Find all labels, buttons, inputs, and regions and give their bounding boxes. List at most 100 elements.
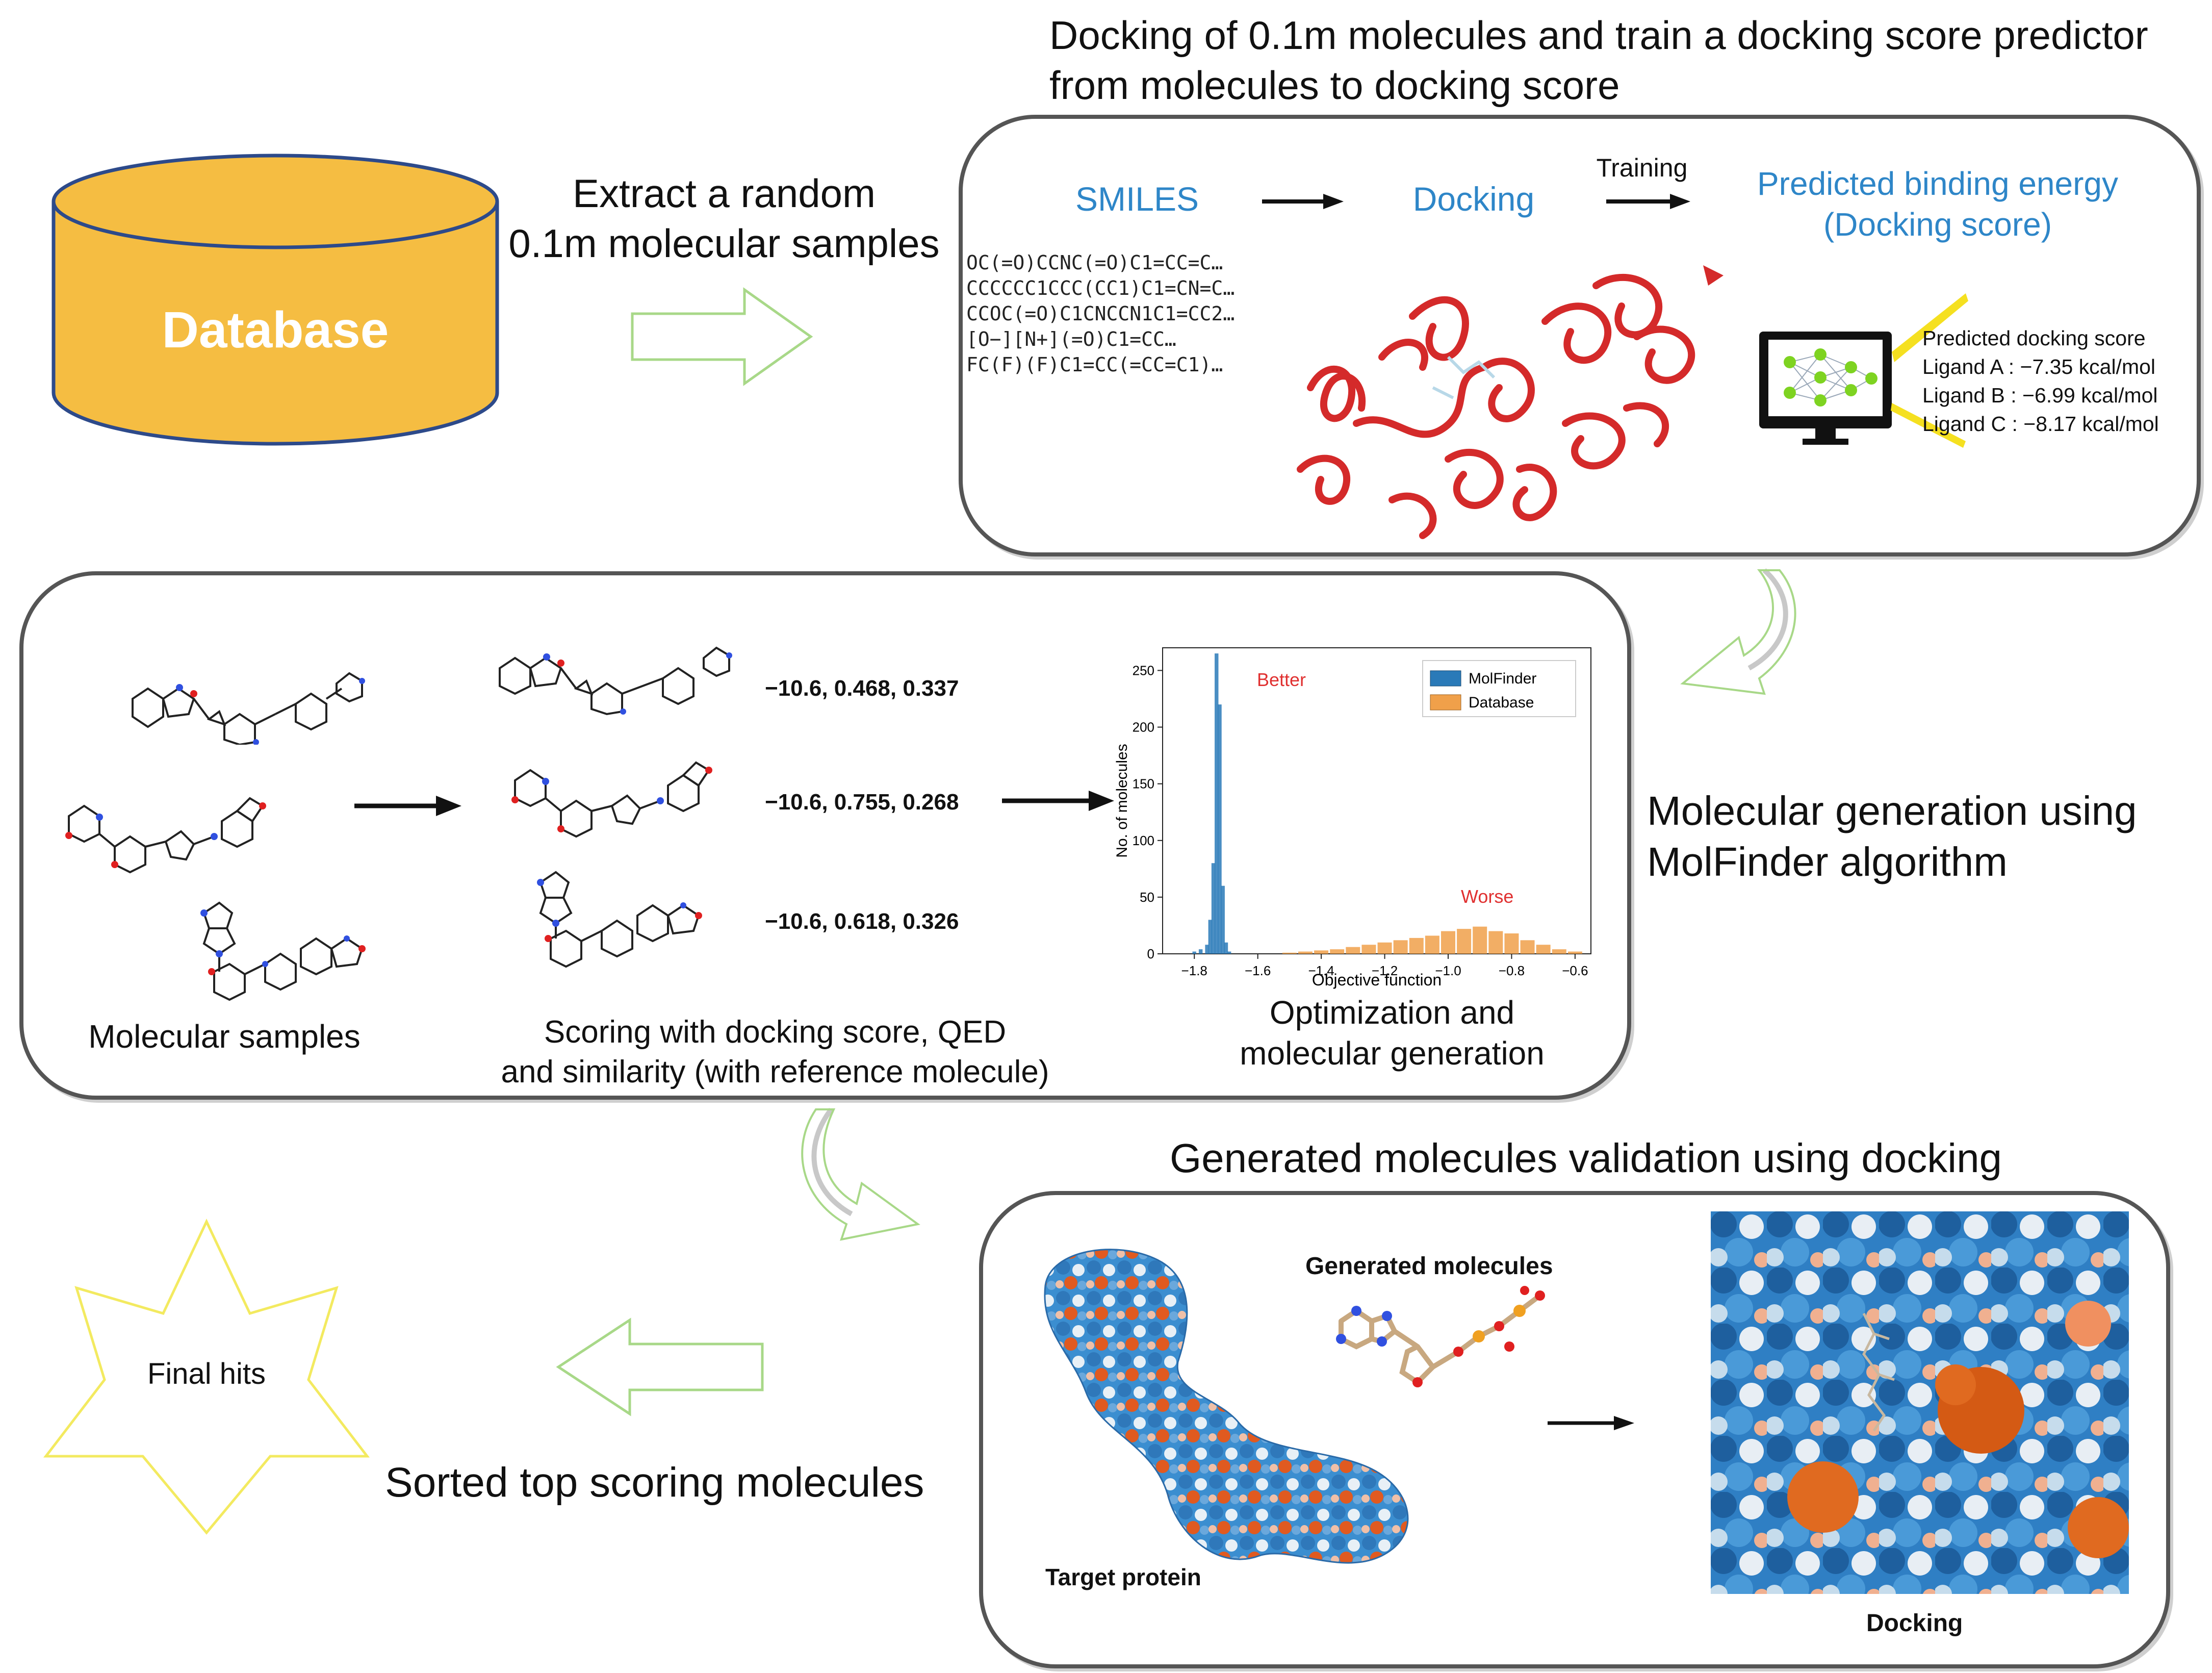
training-label: Training (1596, 154, 1688, 182)
predicted-score-title: Predicted docking score (1922, 326, 2146, 350)
curved-arrow-icon (801, 1107, 920, 1241)
optimization-line1: Optimization and (1269, 994, 1515, 1031)
chart-annotation-better: Better (1257, 669, 1306, 690)
final-hits-label: Final hits (147, 1357, 266, 1390)
objective-function-histogram: −1.8−1.6−1.4−1.2−1.0−0.8−0.6050100150200… (1114, 647, 1591, 989)
histogram-bar-molfinder (1211, 863, 1216, 954)
histogram-bar-database (1393, 940, 1408, 954)
smiles-list: OC(=O)CCNC(=O)C1=CC=C… CCCCCC1CCC(CC1)C1… (966, 250, 1234, 377)
histogram-bar-molfinder (1218, 704, 1222, 954)
database-cylinder (52, 154, 499, 446)
x-tick-label: −0.6 (1562, 963, 1588, 978)
extract-line2: 0.1m molecular samples (508, 221, 940, 266)
ligand-score: Ligand C : −8.17 kcal/mol (1922, 412, 2159, 436)
scoring-label: Scoring with docking score, QED and simi… (449, 1012, 1101, 1092)
chart-xlabel: Objective function (1312, 971, 1442, 989)
optimization-line2: molecular generation (1240, 1035, 1545, 1072)
histogram-bar-database (1330, 949, 1345, 954)
predicted-label: Predicted binding energy (Docking score) (1713, 163, 2162, 245)
target-protein-image (1044, 1249, 1409, 1564)
top-title-line1: Docking of 0.1m molecules and train a do… (1049, 13, 2148, 58)
arrow-to-scoring-icon (354, 796, 461, 816)
smiles-line: CCCCCC1CCC(CC1)C1=CN=C… (966, 277, 1235, 299)
docking-result-label: Docking (1866, 1610, 1963, 1637)
molgen-line2: MolFinder algorithm (1647, 839, 2008, 884)
protein-ribbon-image (1297, 265, 1724, 539)
legend-molfinder: MolFinder (1469, 670, 1536, 687)
smiles-line: CCOC(=O)C1CNCCN1C1=CC2… (966, 302, 1235, 325)
top-title-line2: from molecules to docking score (1049, 63, 1620, 108)
predicted-score-box: Predicted docking score Ligand A : −7.35… (1922, 324, 2198, 438)
histogram-bar-database (1409, 937, 1424, 954)
docking-panel (959, 115, 2201, 556)
molecular-generation-label: Molecular generation using MolFinder alg… (1647, 785, 2208, 888)
y-tick-label: 50 (1140, 890, 1154, 905)
generated-molecules-label: Generated molecules (1305, 1253, 1553, 1280)
y-tick-label: 150 (1133, 776, 1154, 792)
histogram-bar-database (1441, 931, 1455, 954)
chart-annotation-worse: Worse (1461, 886, 1513, 907)
histogram-bar-database (1298, 951, 1313, 954)
score-row: −10.6, 0.468, 0.337 (765, 676, 959, 701)
histogram-bar-molfinder (1215, 653, 1219, 954)
molecule-structure-image (132, 672, 365, 745)
ligand-score: Ligand A : −7.35 kcal/mol (1922, 355, 2156, 378)
smiles-line: FC(F)(F)C1=CC(=CC=C1)… (966, 353, 1223, 376)
histogram-bar-database (1504, 933, 1519, 954)
extract-line1: Extract a random (573, 171, 876, 216)
chart-legend: MolFinder Database (1422, 660, 1576, 717)
molecule-structure-image (511, 761, 712, 838)
y-tick-label: 0 (1147, 946, 1154, 961)
legend-database: Database (1469, 694, 1534, 711)
x-tick-label: −1.2 (1372, 963, 1398, 978)
score-row: −10.6, 0.755, 0.268 (765, 790, 959, 815)
x-tick-label: −1.4 (1308, 963, 1334, 978)
histogram-bar-database (1536, 945, 1551, 954)
histogram-bar-molfinder (1227, 951, 1231, 954)
sorted-label: Sorted top scoring molecules (385, 1459, 924, 1506)
scoring-line2: and similarity (with reference molecule) (501, 1054, 1049, 1089)
histogram-bar-database (1567, 951, 1582, 954)
histogram-bar-molfinder (1208, 920, 1213, 954)
predicted-line1: Predicted binding energy (1757, 165, 2119, 202)
scoring-line1: Scoring with docking score, QED (544, 1015, 1007, 1050)
chart-ylabel: No. of molecules (1114, 744, 1130, 857)
star-icon (43, 1219, 370, 1535)
neural-network-monitor-icon (1759, 293, 1968, 448)
ligand-score: Ligand B : −6.99 kcal/mol (1922, 384, 2158, 407)
histogram-bar-molfinder (1224, 942, 1228, 954)
arrow-to-predicted-icon (1606, 194, 1690, 209)
histogram-bar-database (1520, 940, 1535, 954)
histogram-bar-database (1552, 949, 1566, 954)
arrow-to-docking-icon (1262, 194, 1344, 209)
histogram-bar-molfinder (1192, 951, 1196, 954)
histogram-bar-molfinder (1205, 945, 1209, 954)
x-tick-label: −1.0 (1435, 963, 1461, 978)
molecule-structure-image (65, 797, 266, 874)
extract-text: Extract a random 0.1m molecular samples (479, 168, 969, 268)
histogram-bar-molfinder (1221, 885, 1225, 954)
generated-molecule-image (1336, 1286, 1545, 1387)
molecule-structure-image (499, 646, 732, 716)
y-tick-label: 250 (1133, 663, 1154, 678)
arrow-to-optimization-icon (1002, 791, 1114, 811)
score-row: −10.6, 0.618, 0.326 (765, 909, 959, 934)
histogram-bar-database (1314, 950, 1329, 954)
smiles-line: [O−][N+](=O)C1=CC… (966, 328, 1176, 350)
arrow-to-docking-result-icon (1548, 1416, 1634, 1430)
curved-arrow-icon (1680, 568, 1796, 695)
top-title: Docking of 0.1m molecules and train a do… (1049, 10, 2202, 110)
database-label: Database (162, 301, 389, 359)
molecule-structure-image (537, 871, 702, 968)
y-tick-label: 200 (1133, 720, 1154, 735)
predicted-line2: (Docking score) (1823, 206, 2052, 243)
docking-result-image (1711, 1211, 2129, 1594)
molecule-structure-image (200, 901, 366, 1001)
optimization-label: Optimization and molecular generation (1173, 992, 1611, 1074)
molgen-line1: Molecular generation using (1647, 788, 2137, 833)
docking-step-label: Docking (1412, 180, 1535, 218)
y-tick-label: 100 (1133, 833, 1154, 848)
molecular-samples-label: Molecular samples (88, 1018, 361, 1055)
left-arrow-icon (556, 1317, 764, 1416)
histogram-bar-database (1473, 926, 1487, 954)
